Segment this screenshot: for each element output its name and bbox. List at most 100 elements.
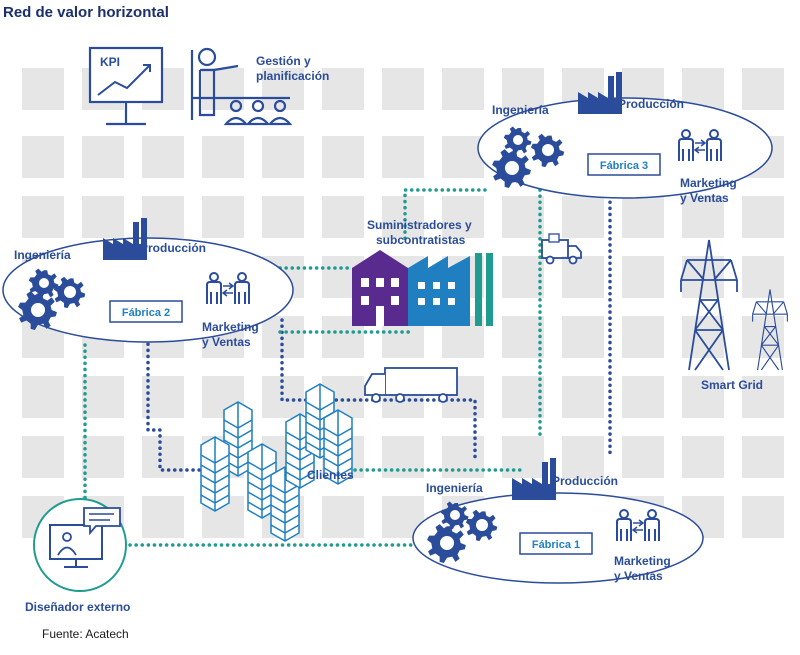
grid-square xyxy=(502,196,544,238)
grid-square xyxy=(502,376,544,418)
source-note: Fuente: Acatech xyxy=(42,627,129,641)
grid-square xyxy=(682,376,724,418)
delivery-truck-icon xyxy=(541,233,582,265)
factory-2-name: Fábrica 2 xyxy=(122,307,170,319)
factory-2-marketing-line-2: y Ventas xyxy=(202,335,251,349)
grid-square xyxy=(742,256,784,298)
grid-square xyxy=(562,436,604,478)
factory-1-marketing: Marketing y Ventas xyxy=(614,554,674,583)
grid-square xyxy=(22,196,64,238)
gestion-line-2: planificación xyxy=(256,69,329,83)
grid-square xyxy=(22,376,64,418)
grid-square xyxy=(262,196,304,238)
factory-3-produccion: Producción xyxy=(618,97,684,111)
factory-3-ingenieria: Ingeniería xyxy=(492,103,549,117)
suppliers-label: Suministradores y subcontratistas xyxy=(367,218,475,247)
suppliers-line-1: Suministradores y xyxy=(367,218,472,232)
grid-square xyxy=(502,256,544,298)
smart-grid-label: Smart Grid xyxy=(701,378,763,392)
factory-2-marketing: Marketing y Ventas xyxy=(202,320,262,349)
grid-square xyxy=(142,196,184,238)
grid-square xyxy=(82,376,124,418)
kpi-label: KPI xyxy=(100,55,120,69)
grid-square xyxy=(502,68,544,110)
grid-square xyxy=(622,376,664,418)
grid-square xyxy=(562,256,604,298)
factory-1-ingenieria: Ingeniería xyxy=(426,481,483,495)
grid-square xyxy=(562,196,604,238)
grid-square xyxy=(382,68,424,110)
gestion-label: Gestión y planificación xyxy=(256,54,329,83)
grid-square xyxy=(742,196,784,238)
factory-3-badge xyxy=(587,153,661,176)
kpi-board-icon: KPI xyxy=(88,46,164,126)
grid-square xyxy=(442,68,484,110)
grid-square xyxy=(322,196,364,238)
grid-square xyxy=(742,68,784,110)
grid-square xyxy=(22,136,64,178)
grid-square xyxy=(622,256,664,298)
truck-icon xyxy=(364,367,458,403)
factory-1-produccion: Producción xyxy=(552,474,618,488)
grid-square xyxy=(442,136,484,178)
grid-square xyxy=(742,436,784,478)
factory-2-marketing-line-1: Marketing xyxy=(202,320,259,334)
factory-3-name: Fábrica 3 xyxy=(600,160,648,172)
factory-3-marketing-line-2: y Ventas xyxy=(680,191,729,205)
factory-group-2: Ingeniería Producción Fábrica 2 Marketin… xyxy=(2,218,294,349)
grid-square xyxy=(742,376,784,418)
external-designer-label: Diseñador externo xyxy=(25,600,130,614)
grid-square xyxy=(322,68,364,110)
grid-square xyxy=(22,436,64,478)
grid-square xyxy=(382,136,424,178)
grid-square xyxy=(502,436,544,478)
page-title: Red de valor horizontal xyxy=(3,4,169,21)
grid-square xyxy=(622,196,664,238)
connection-fabrica3-left xyxy=(403,188,487,242)
grid-square xyxy=(262,136,304,178)
suppliers-icon xyxy=(352,250,493,326)
clients-label: Clientes xyxy=(307,468,354,482)
grid-square xyxy=(142,496,184,538)
factory-1-badge xyxy=(519,532,593,555)
grid-square xyxy=(82,136,124,178)
grid-square xyxy=(202,196,244,238)
grid-square xyxy=(322,136,364,178)
grid-square xyxy=(562,316,604,358)
connection-fabrica2-clientes xyxy=(146,330,252,472)
presenter-icon xyxy=(190,47,293,126)
suppliers-line-2: subcontratistas xyxy=(376,233,466,247)
factory-3-marketing: Marketing y Ventas xyxy=(680,176,740,205)
grid-square xyxy=(82,196,124,238)
factory-1-marketing-line-2: y Ventas xyxy=(614,569,663,583)
grid-square xyxy=(382,196,424,238)
factory-3-ellipse xyxy=(477,97,773,199)
grid-square xyxy=(682,436,724,478)
factory-2-ingenieria: Ingeniería xyxy=(14,248,71,262)
factory-group-3: Ingeniería Producción Fábrica 3 Marketin… xyxy=(477,72,773,205)
factory-2-badge xyxy=(109,300,183,323)
factory-2-produccion: Producción xyxy=(140,241,206,255)
grid-square xyxy=(442,196,484,238)
grid-square xyxy=(22,68,64,110)
factory-1-name: Fábrica 1 xyxy=(532,539,580,551)
gestion-line-1: Gestión y xyxy=(256,54,311,68)
grid-square xyxy=(742,496,784,538)
grid-square xyxy=(562,376,604,418)
external-designer-icon xyxy=(33,498,127,592)
grid-square xyxy=(502,316,544,358)
grid-square xyxy=(442,436,484,478)
grid-square xyxy=(682,196,724,238)
grid-square xyxy=(622,316,664,358)
grid-square xyxy=(382,436,424,478)
factory-group-1: Ingeniería Producción Fábrica 1 Marketin… xyxy=(412,458,704,584)
grid-square xyxy=(142,136,184,178)
grid-square xyxy=(322,496,364,538)
grid-square xyxy=(202,68,244,110)
grid-square xyxy=(82,436,124,478)
grid-square xyxy=(202,136,244,178)
factory-2-ellipse xyxy=(2,237,294,343)
factory-3-marketing-line-1: Marketing xyxy=(680,176,737,190)
